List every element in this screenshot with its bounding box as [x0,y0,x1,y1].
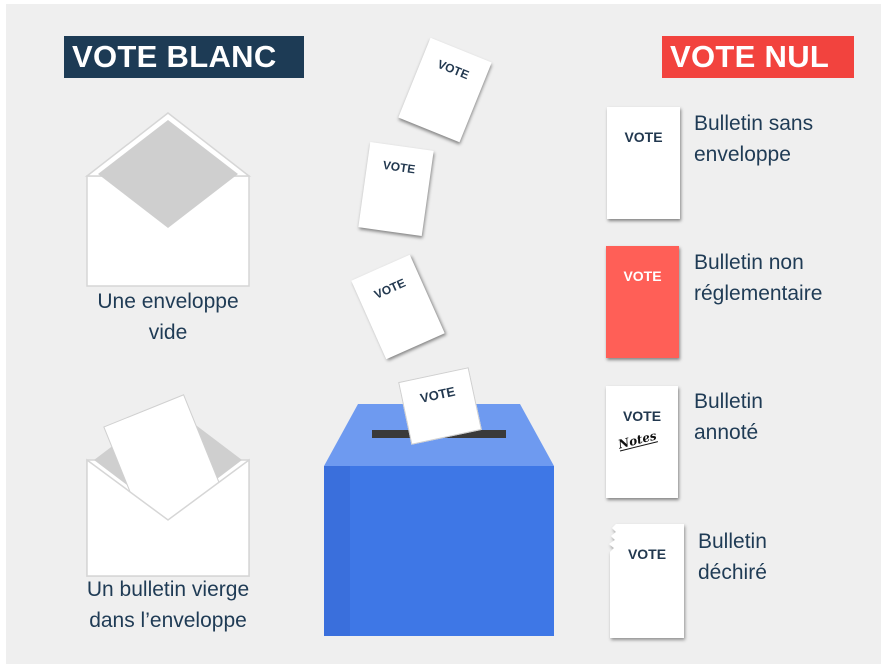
item-label-non-regulation: Bulletin non réglementaire [694,251,823,305]
empty-envelope-icon [84,112,252,287]
falling-ballot: VOTE [358,141,434,237]
ballot-annotated: VOTE Notes [606,386,678,498]
empty-envelope-caption: Une enveloppe vide [97,290,239,344]
vote-nul-title: VOTE NUL [662,36,854,78]
ballot-box-icon [324,404,554,636]
vote-blanc-title: VOTE BLANC [64,36,304,78]
ballot-no-envelope: VOTE [607,107,680,219]
blank-ballot-envelope-icon [86,394,250,577]
torn-ballot-vote-text: VOTE [627,546,667,562]
notes-scribble-icon: Notes [616,428,658,452]
item-label-torn: Bulletin déchiré [698,530,767,584]
item-label-annotated: Bulletin annoté [694,390,763,444]
ballot-non-regulation: VOTE [606,246,679,358]
blank-ballot-caption: Un bulletin vierge dans l’enveloppe [86,578,250,632]
infographic: VOTE BLANC VOTE NUL Une enveloppe vide U… [6,4,881,664]
item-label-no-envelope: Bulletin sans enveloppe [694,112,814,166]
torn-ballot-icon [609,524,684,638]
falling-ballot: VOTE [398,37,492,143]
falling-ballot: VOTE [351,254,445,360]
